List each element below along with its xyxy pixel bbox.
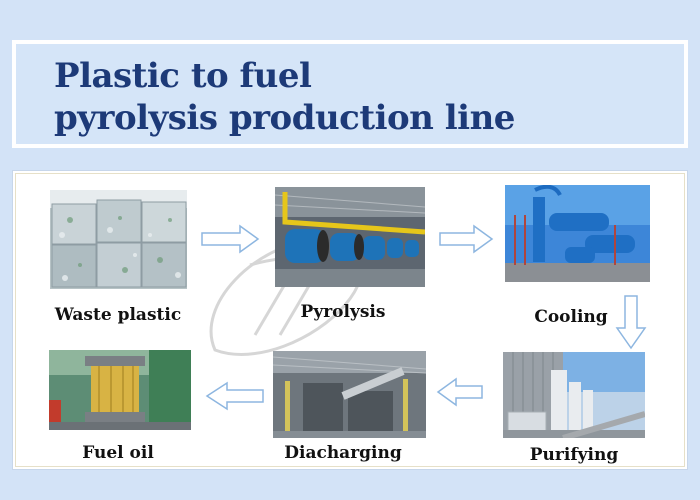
flow-arrow-down	[614, 294, 648, 350]
flow-arrow-right-1	[200, 224, 260, 254]
step-label-fuel-oil: Fuel oil	[82, 443, 154, 463]
purifying-tower-photo	[503, 352, 645, 438]
step-label-purifying: Purifying	[529, 445, 619, 465]
pyrolysis-reactors-photo	[275, 187, 425, 287]
step-label-cooling: Cooling	[534, 307, 608, 327]
step-label-diacharging: Diacharging	[284, 443, 402, 463]
step-label-pyrolysis: Pyrolysis	[300, 302, 386, 322]
cooling-system-photo	[505, 185, 650, 282]
step-label-waste-plastic: Waste plastic	[54, 305, 182, 325]
flow-arrow-left-1	[436, 377, 484, 407]
title-line-1: Plastic to fuel	[54, 56, 312, 96]
title-box: Plastic to fuel pyrolysis production lin…	[12, 40, 688, 148]
flow-arrow-right-2	[438, 224, 494, 254]
plastic-bales-photo	[50, 190, 187, 289]
panel-inner-border	[15, 173, 685, 467]
title-line-2: pyrolysis production line	[54, 98, 515, 138]
discharging-machine-photo	[273, 351, 426, 438]
fuel-oil-sight-glass-photo	[49, 350, 191, 430]
flow-arrow-left-2	[205, 381, 265, 411]
